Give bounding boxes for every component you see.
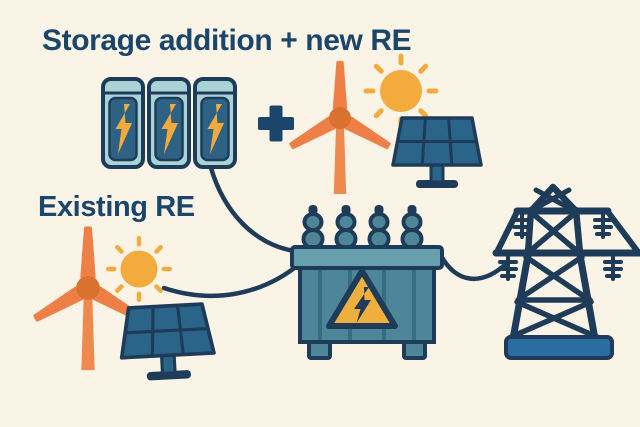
transformer-icon [290,203,444,360]
battery-icon [101,77,145,169]
plus-icon [258,105,294,142]
transformer-lid [290,245,444,270]
solar-panel-icon [117,301,218,384]
sun-icon [366,56,436,126]
transformer-bushings [301,203,424,250]
solar-panel-icon [391,116,483,190]
sun-icon [108,238,170,300]
existing-group-label: Existing RE [38,191,195,223]
transmission-tower-icon [492,183,640,360]
wire-battery-to-transformer [208,165,297,254]
storage-group-label: Storage addition + new RE [42,24,412,57]
lightning-bolt-icon [354,287,371,323]
high-voltage-warning-icon [326,268,398,329]
wire-transformer-to-tower [437,251,511,281]
wind-turbine-icon [289,63,391,195]
wire-existing-to-transformer [161,263,300,299]
battery-icon [193,77,237,169]
battery-icon [147,77,191,169]
tower-base [504,335,614,360]
